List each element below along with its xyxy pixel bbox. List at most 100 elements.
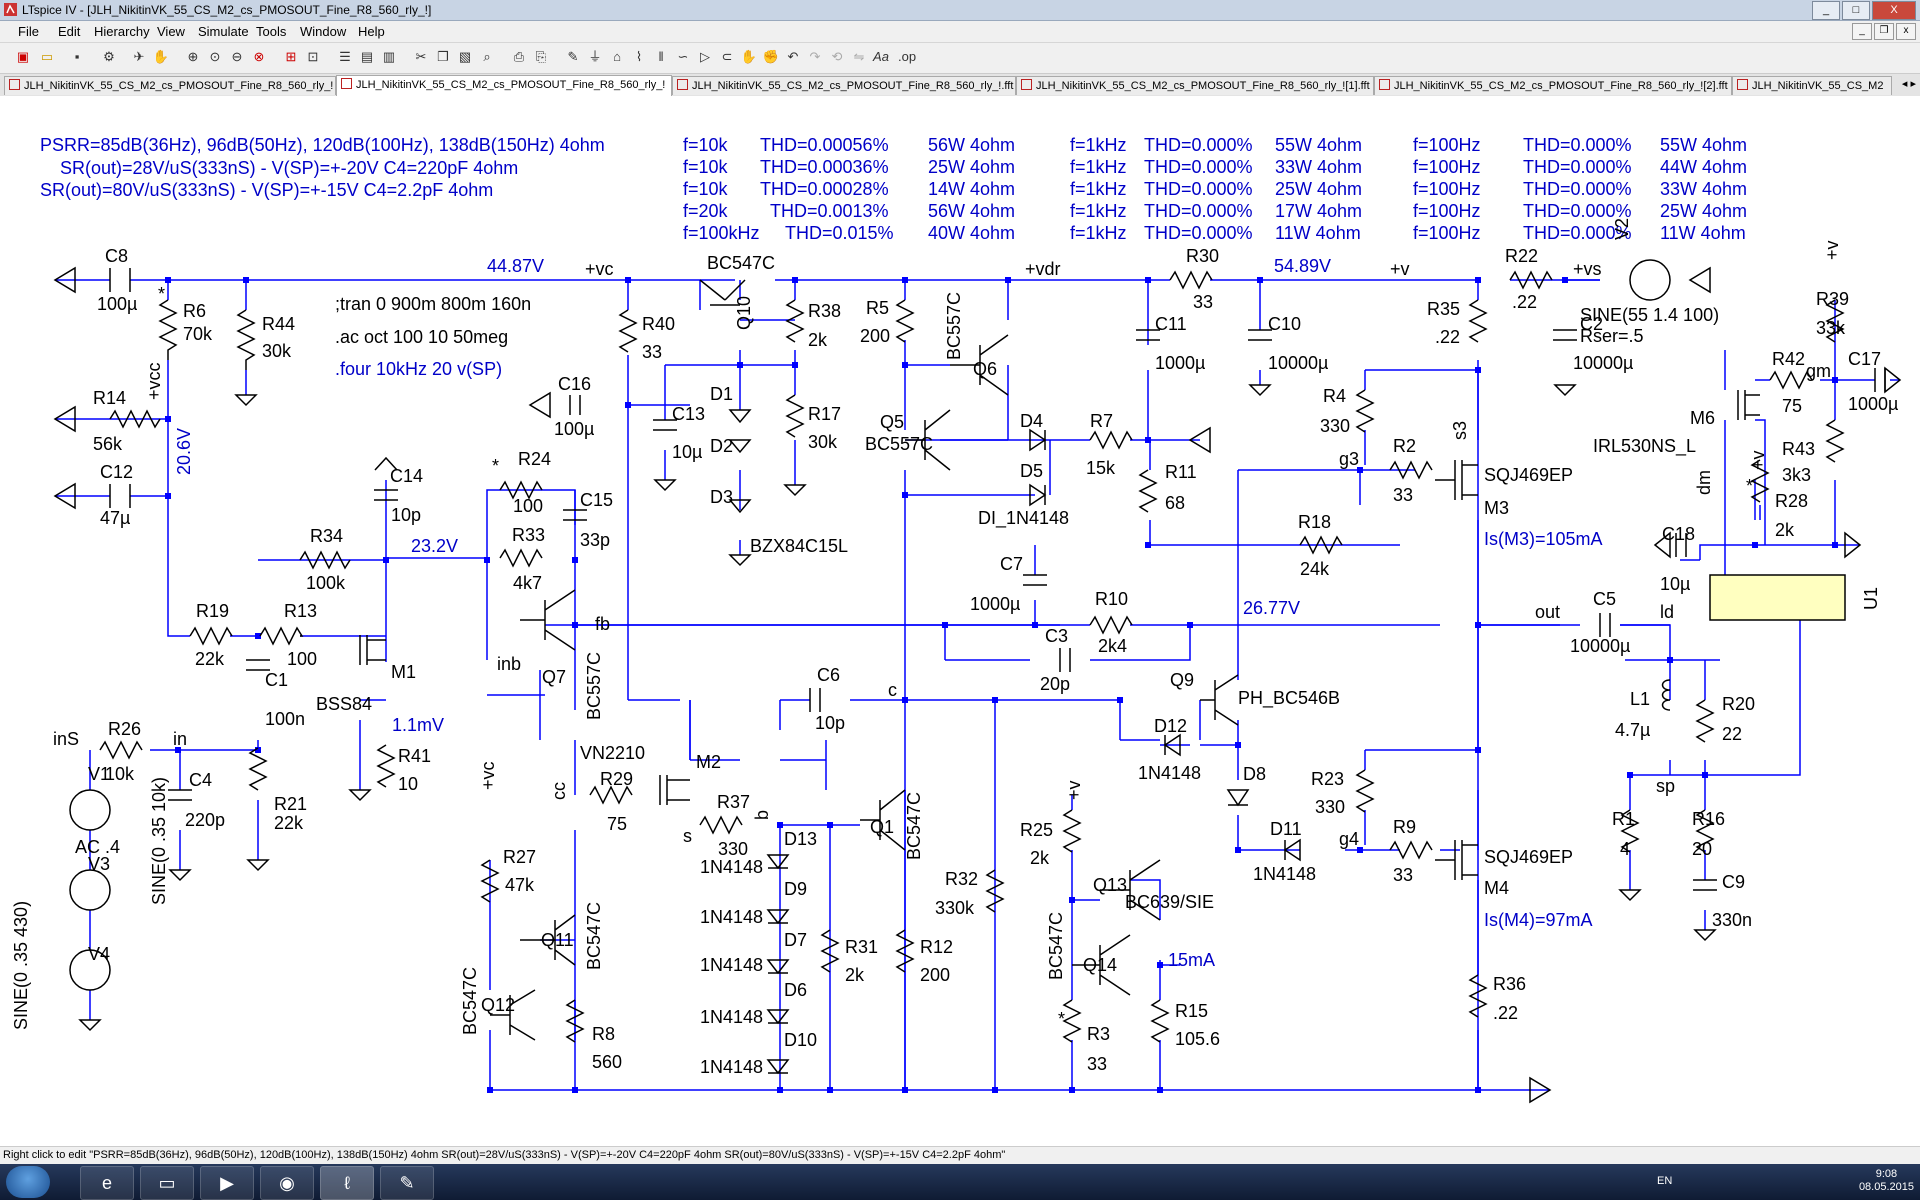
capacitor-c5 [1599, 613, 1611, 637]
net-ld: ld [1660, 602, 1674, 622]
tile-horizontal-icon[interactable]: ☰ [339, 49, 351, 64]
tab-schematic-2[interactable]: JLH_NikitinVK_55_CS_M2_cs_PMOSOUT_Fine_R… [336, 75, 672, 96]
ltspice-taskbar-icon[interactable]: ℓ [320, 1166, 374, 1200]
inductor-l1 [1661, 679, 1671, 711]
explorer-icon[interactable]: ▭ [140, 1166, 194, 1200]
menu-help[interactable]: Help [358, 24, 385, 39]
tab-schematic-3[interactable]: JLH_NikitinVK_55_CS_M2 [1732, 76, 1892, 95]
inductor-icon[interactable]: ∽ [677, 49, 689, 64]
svg-text:30k: 30k [262, 341, 292, 361]
directive-tran[interactable]: ;tran 0 900m 800m 160n [335, 294, 531, 314]
undo-icon[interactable]: ↶ [787, 49, 799, 64]
resistor-r20 [1695, 699, 1715, 743]
cut-icon[interactable]: ✂ [415, 49, 427, 64]
svg-text:D6: D6 [784, 980, 807, 1000]
svg-text:Q5: Q5 [880, 412, 904, 432]
directive-four[interactable]: .four 10kHz 20 v(SP) [335, 359, 502, 379]
zoom-in-icon[interactable]: ⊕ [187, 49, 199, 64]
tab-fft-1[interactable]: JLH_NikitinVK_55_CS_M2_cs_PMOSOUT_Fine_R… [672, 76, 1016, 95]
svg-text:SINE(55 1.4 100): SINE(55 1.4 100) [1580, 305, 1719, 325]
svg-text:V3: V3 [88, 854, 110, 874]
paint-icon[interactable]: ✎ [380, 1166, 434, 1200]
svg-text:C10: C10 [1268, 314, 1301, 334]
control-panel-icon[interactable]: ⚙ [103, 49, 115, 64]
svg-text:C18: C18 [1662, 524, 1695, 544]
thd-row-value: THD=0.0013% [770, 201, 889, 221]
capacitor-icon[interactable]: ‖ [658, 49, 664, 64]
svg-text:75: 75 [1782, 396, 1802, 416]
tab-fft-3[interactable]: JLH_NikitinVK_55_CS_M2_cs_PMOSOUT_Fine_R… [1374, 76, 1732, 95]
menu-view[interactable]: View [157, 24, 185, 39]
paste-icon[interactable]: ▧ [458, 49, 472, 64]
redo-icon[interactable]: ↷ [809, 49, 821, 64]
label-net-icon[interactable]: ⌂ [613, 49, 621, 64]
resistor-icon[interactable]: ⌇ [635, 49, 643, 64]
maximize-button[interactable]: □ [1842, 1, 1870, 20]
print-preview-icon[interactable]: ⎙ [513, 49, 525, 64]
resistor-r34 [299, 550, 351, 570]
rotate-icon[interactable]: ⟲ [831, 49, 843, 64]
svg-text:100k: 100k [306, 573, 346, 593]
run-icon[interactable]: ✈ [133, 49, 145, 64]
language-indicator[interactable]: EN [1657, 1175, 1673, 1187]
diode-icon[interactable]: ▷ [700, 49, 710, 64]
schematic-canvas[interactable]: PSRR=85dB(36Hz), 96dB(50Hz), 120dB(100Hz… [0, 96, 1920, 1146]
text-icon[interactable]: Aa [873, 49, 889, 64]
minimize-button[interactable]: _ [1812, 1, 1840, 20]
zoom-fit-icon[interactable]: ⊗ [253, 49, 265, 64]
move-icon[interactable]: ✋ [740, 49, 758, 64]
svg-text:.22: .22 [1512, 292, 1537, 312]
copy-icon[interactable]: ❐ [437, 49, 449, 64]
mdi-minimize-button[interactable]: _ [1852, 23, 1872, 40]
mirror-icon[interactable]: ⇋ [853, 49, 865, 64]
zener-d3 [728, 499, 752, 514]
mdi-restore-button[interactable]: ❐ [1874, 23, 1894, 40]
capacitor-c15 [563, 509, 587, 521]
net-ins: inS [53, 729, 79, 749]
print-icon[interactable]: ⎘ [535, 49, 547, 64]
mdi-close-button[interactable]: x [1896, 23, 1916, 40]
drag-icon[interactable]: ✊ [762, 49, 780, 64]
close-button[interactable]: X [1872, 1, 1916, 20]
thd-row-power: 11W 4ohm [1660, 223, 1746, 243]
zoom-out-icon[interactable]: ⊖ [231, 49, 243, 64]
firefox-icon[interactable]: ◉ [260, 1166, 314, 1200]
cascade-icon[interactable]: ▥ [382, 49, 396, 64]
resistor-r33 [499, 548, 543, 568]
tab-scroll-arrows[interactable]: ◂ ▸ [1901, 78, 1916, 90]
draw-wire-icon[interactable]: ✎ [567, 49, 579, 64]
menu-tools[interactable]: Tools [256, 24, 287, 39]
component-icon[interactable]: ⊂ [721, 49, 733, 64]
resistor-r28 [1750, 459, 1770, 503]
menu-window[interactable]: Window [300, 24, 347, 39]
transistor-q11 [520, 914, 576, 966]
grid-icon[interactable]: ⊡ [307, 49, 319, 64]
svg-text:10000µ: 10000µ [1570, 636, 1630, 656]
zoom-area-icon[interactable]: ⊙ [209, 49, 221, 64]
start-button[interactable] [6, 1166, 50, 1198]
menu-file[interactable]: File [18, 24, 39, 39]
svg-text:Q10: Q10 [734, 296, 754, 330]
new-schematic-icon[interactable]: ▣ [16, 49, 30, 64]
svg-text:33p: 33p [580, 530, 610, 550]
directive-ac[interactable]: .ac oct 100 10 50meg [335, 327, 508, 347]
svg-text:V2: V2 [1612, 218, 1632, 240]
pan-icon[interactable]: ✋ [152, 49, 170, 64]
menu-edit[interactable]: Edit [58, 24, 81, 39]
tile-vertical-icon[interactable]: ▤ [360, 49, 374, 64]
tab-fft-2[interactable]: JLH_NikitinVK_55_CS_M2_cs_PMOSOUT_Fine_R… [1016, 76, 1374, 95]
find-icon[interactable]: ⌕ [483, 49, 491, 64]
svg-text:R16: R16 [1692, 809, 1725, 829]
svg-text:1N4148: 1N4148 [700, 1007, 763, 1027]
media-player-icon[interactable]: ▶ [200, 1166, 254, 1200]
autorange-icon[interactable]: ⊞ [285, 49, 297, 64]
open-folder-icon[interactable]: ▭ [40, 49, 54, 64]
ie-icon[interactable]: e [80, 1166, 134, 1200]
menu-simulate[interactable]: Simulate [198, 24, 249, 39]
tab-schematic-1[interactable]: JLH_NikitinVK_55_CS_M2_cs_PMOSOUT_Fine_R… [4, 76, 336, 95]
save-icon[interactable]: ▪ [74, 49, 80, 64]
menu-hierarchy[interactable]: Hierarchy [94, 24, 150, 39]
spice-directive-icon[interactable]: .op [898, 49, 917, 64]
ground-icon[interactable]: ⏚ [588, 49, 602, 64]
